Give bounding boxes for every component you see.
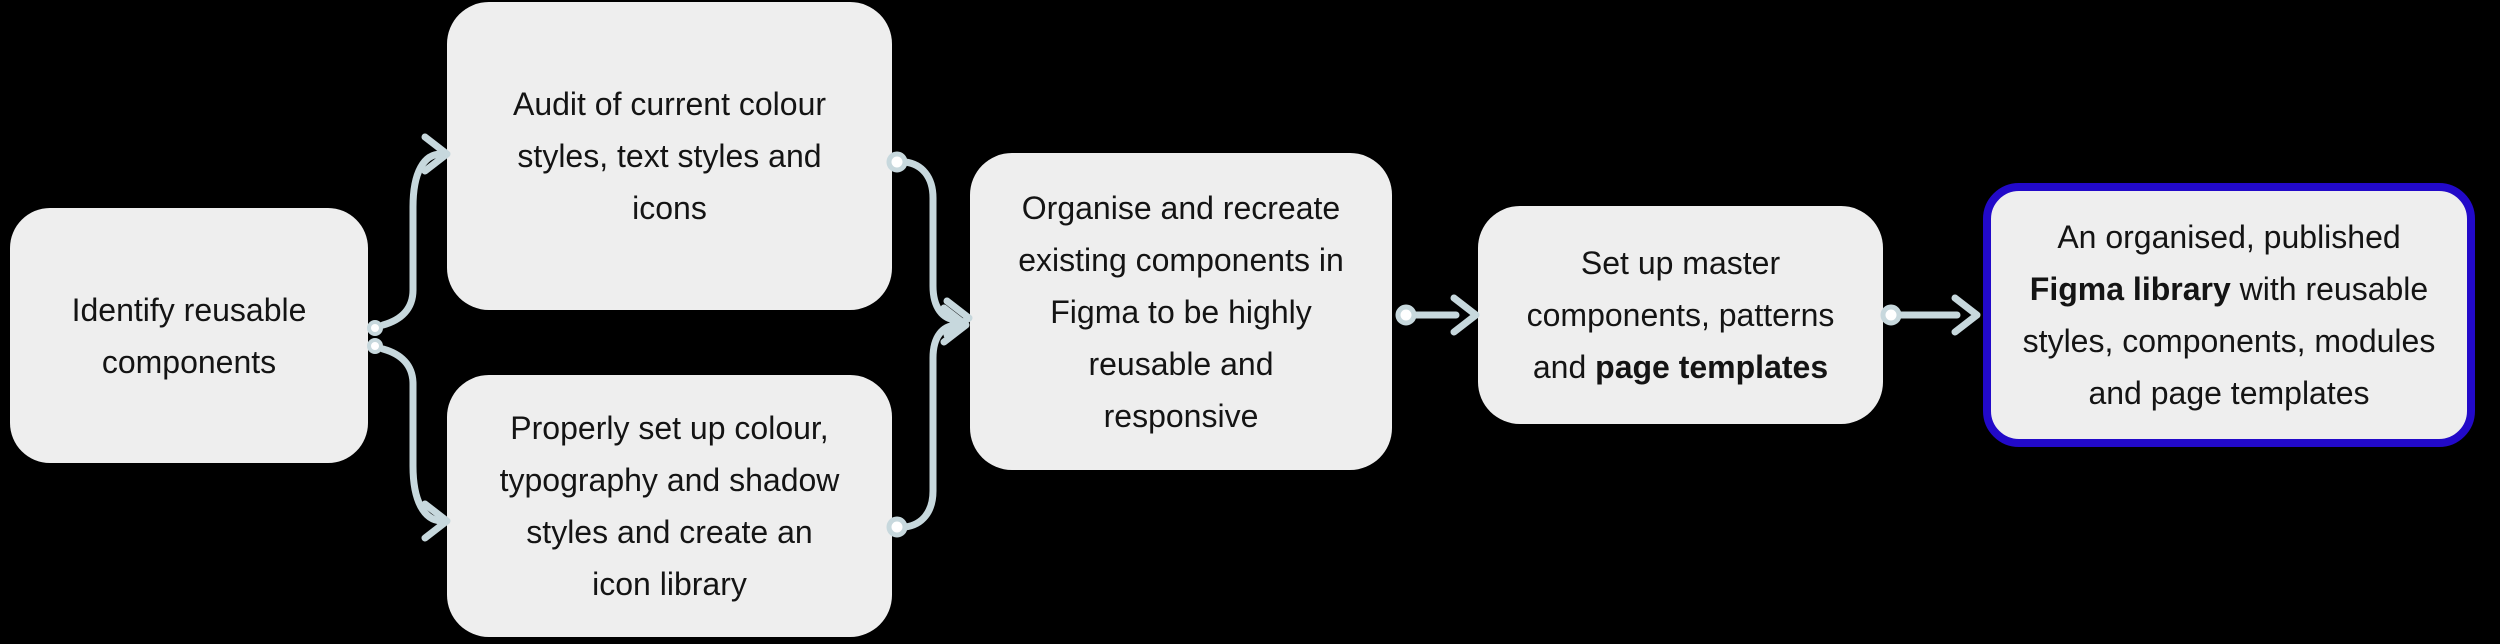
edge-setup-to-organise	[901, 304, 970, 531]
edge-organise-to-master	[1410, 294, 1480, 336]
edge-identify-to-audit	[379, 133, 451, 329]
arrowhead-icon	[1450, 294, 1480, 336]
edge-identify-to-setup	[379, 345, 451, 542]
edge-line	[901, 321, 960, 531]
node-set-up-styles-icon-library: Properly set up colour,typography and sh…	[447, 375, 892, 637]
arrowhead-icon	[421, 133, 451, 175]
port-organise-out-icon	[1395, 304, 1417, 326]
arrowhead-icon	[940, 304, 970, 346]
node-label: Properly set up colour,typography and sh…	[499, 410, 840, 602]
arrowhead-icon	[421, 500, 451, 542]
edge-line	[901, 158, 960, 324]
port-identify-bottom-icon	[367, 338, 383, 354]
edge-master-to-library	[1895, 294, 1981, 336]
port-master-out-icon	[1880, 304, 1902, 326]
edge-line	[379, 345, 445, 525]
edge-audit-to-organise	[901, 158, 973, 339]
port-identify-top-icon	[367, 320, 383, 336]
arrowhead-icon	[1951, 294, 1981, 336]
arrowhead-icon	[943, 297, 973, 339]
edge-line	[379, 150, 445, 329]
